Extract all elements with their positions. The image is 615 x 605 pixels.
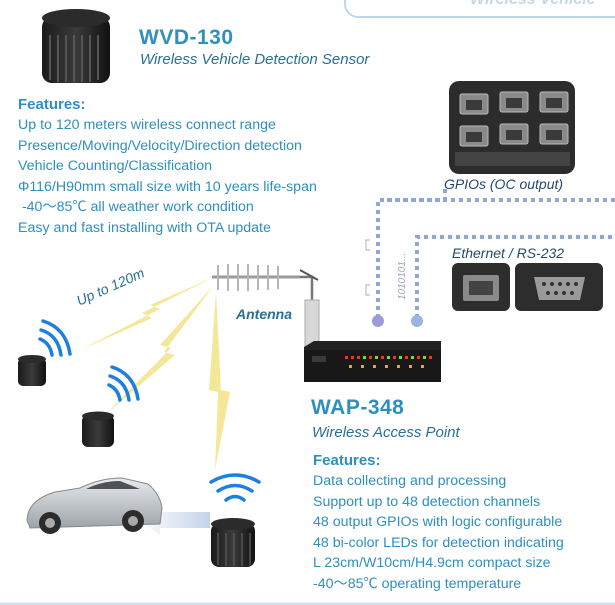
list-item: Φ116/H90mm small size with 10 years life…: [18, 178, 317, 195]
list-item: Data collecting and processing: [313, 473, 507, 489]
header-banner-text: Wireless Vehicle: [470, 0, 596, 9]
list-item: Vehicle Counting/Classification: [18, 158, 213, 174]
wifi-icon: [38, 319, 261, 502]
access-point-features-heading: Features:: [313, 452, 381, 469]
wireless-lightning: [80, 278, 230, 470]
sensor-puck: [211, 518, 255, 567]
access-point-title: WAP-348: [311, 396, 405, 419]
car-image: [26, 477, 163, 534]
access-point-subtitle: Wireless Access Point: [312, 424, 460, 441]
list-item: Up to 120 meters wireless connect range: [18, 117, 276, 133]
list-item: 48 output GPIOs with logic configurable: [313, 514, 563, 530]
ethernet-port-dot: [411, 315, 423, 327]
list-item: L 23cm/W10cm/H4.9cm compact size: [313, 555, 551, 571]
ethernet-connection-line: [415, 235, 615, 318]
sensor-features-list: Up to 120 meters wireless connect range …: [18, 115, 317, 238]
list-item: -40～85℃ operating temperature: [313, 575, 522, 592]
access-point-features-list: Data collecting and processing Support u…: [313, 471, 564, 594]
antenna-label: Antenna: [236, 306, 292, 322]
rs232-photo: [515, 263, 603, 311]
sensor-subtitle: Wireless Vehicle Detection Sensor: [140, 51, 370, 68]
sensor-puck: [18, 355, 46, 386]
list-item: Support up to 48 detection channels: [313, 493, 541, 510]
list-item: 48 bi-color LEDs for detection indicatin…: [313, 534, 564, 551]
signal-marks: [365, 239, 370, 296]
gpio-connection-line: [376, 188, 615, 318]
sensor-image: [42, 9, 110, 83]
gpio-photo: [449, 81, 575, 174]
gpio-label: GPIOs (OC output): [444, 176, 564, 192]
sensor-title: WVD-130: [139, 26, 234, 49]
ethernet-photo: [452, 263, 510, 311]
sensor-puck: [82, 411, 114, 447]
sensor-features-heading: Features:: [18, 96, 86, 113]
antenna-image: [212, 264, 320, 349]
list-item: -40～85℃ all weather work condition: [18, 199, 254, 215]
list-item: Presence/Moving/Velocity/Direction detec…: [18, 137, 302, 154]
header-banner: [344, 0, 615, 18]
list-item: Easy and fast installing with OTA update: [18, 219, 271, 236]
bit-stream-label: 1010101...: [397, 252, 408, 300]
access-point-image: [304, 341, 441, 382]
gpio-port-dot: [372, 315, 384, 327]
ethernet-label: Ethernet / RS-232: [452, 245, 565, 261]
